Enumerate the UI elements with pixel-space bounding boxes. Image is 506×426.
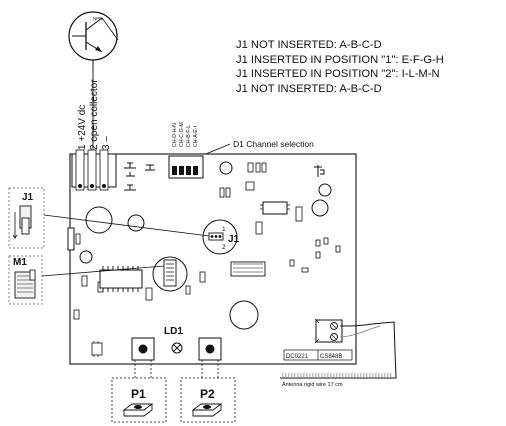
j1-position-1: 1 [222, 226, 226, 233]
transistor-symbol: NPN [68, 11, 119, 70]
note-line-1: J1 NOT INSERTED: A-B-C-D [236, 39, 382, 51]
p1-button-on-board [131, 337, 155, 361]
p2-button-detail: P2 [180, 360, 236, 423]
d1-label: D1 Channel selection [233, 139, 314, 149]
channel-code-1: CH-D-H-N [172, 123, 178, 147]
p2-label: P2 [200, 387, 215, 401]
inset-j1-label: J1 [22, 192, 34, 203]
channel-code-4: CH-A-E-I [193, 126, 199, 147]
terminal-label-3: 3 – [101, 136, 112, 150]
antenna-label: Antenna rigid wire 17 cm [282, 382, 343, 388]
circuit-board: 1 2 J1 LD1 [67, 149, 357, 365]
terminal-label-1: 1 +24V dc [77, 105, 88, 150]
p1-button-detail: P1 [111, 360, 167, 423]
j1-jumper-header: 1 2 J1 [202, 219, 240, 255]
d1-dip-switch [168, 155, 204, 179]
antenna-terminal [314, 318, 343, 344]
ic-chip [99, 266, 143, 292]
jumper-notes: J1 NOT INSERTED: A-B-C-D J1 INSERTED IN … [236, 38, 502, 96]
ld1-led: LD1 [164, 326, 183, 354]
board-code-1: DC0221 [286, 354, 309, 360]
inset-m1-label: M1 [13, 257, 27, 268]
j1-inset: J1 [8, 187, 45, 249]
terminal-label-2: 2 open collector [89, 79, 100, 150]
transistor-label: NPN [93, 16, 103, 21]
board-code-2: CS848B [320, 354, 342, 360]
p2-button-on-board [198, 337, 222, 361]
j1-label: J1 [228, 234, 240, 245]
m1-connector [152, 256, 188, 292]
m1-inset: M1 [8, 255, 43, 305]
terminal-block [71, 149, 117, 191]
channel-code-2: CH-C-G-M [179, 122, 185, 147]
note-line-3: J1 INSERTED IN POSITION "2": I-L-M-N [236, 68, 440, 81]
p1-label: P1 [131, 387, 146, 401]
channel-code-3: CH-B-F-L [186, 125, 192, 147]
ld1-label: LD1 [164, 326, 183, 337]
note-line-2: J1 INSERTED IN POSITION "1": E-F-G-H [236, 53, 444, 66]
j1-position-2: 2 [222, 244, 226, 251]
antenna-wire: Antenna rigid wire 17 cm [280, 321, 397, 388]
note-line-4: J1 NOT INSERTED: A-B-C-D [236, 82, 382, 95]
